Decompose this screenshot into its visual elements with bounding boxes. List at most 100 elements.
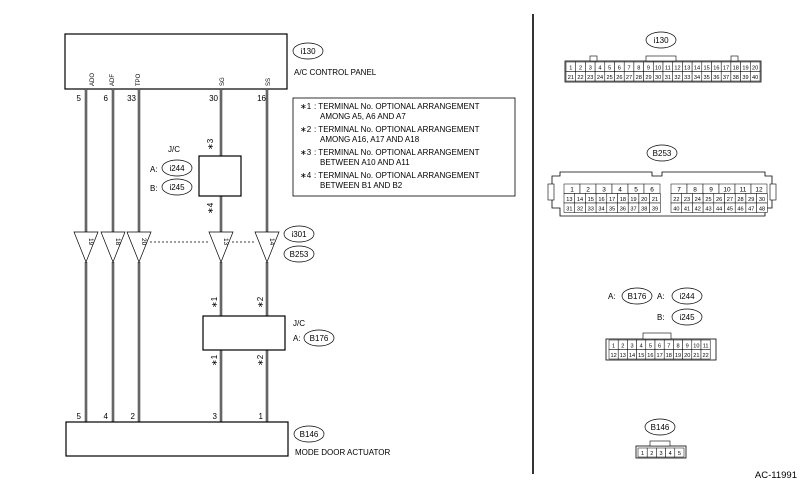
signal-adf: ADF xyxy=(110,74,116,86)
panel-signal-names: ADO ADF TPO SG SS xyxy=(90,73,272,86)
notes: ∗1 : TERMINAL No. OPTIONAL ARRANGEMENT A… xyxy=(300,102,480,190)
b253-face-bubble xyxy=(646,144,678,162)
inline-pin-18: 18 xyxy=(114,238,121,246)
i130-face-bubble xyxy=(645,31,677,49)
pin-number: 19 xyxy=(630,197,636,203)
pin-number: 45 xyxy=(727,207,733,213)
i244-face-conn: i244 xyxy=(679,292,695,301)
pin-number: 44 xyxy=(716,207,722,213)
pin-number: 43 xyxy=(705,207,711,213)
i244-face-a-label: A: xyxy=(657,292,665,301)
i245-face-conn: i245 xyxy=(679,313,695,322)
actuator-pin-2: 2 xyxy=(131,412,136,421)
pin-number: 10 xyxy=(655,66,661,72)
note-4-line2: BETWEEN B1 AND B2 xyxy=(320,181,403,190)
pin-cell xyxy=(674,447,685,458)
jc-lower-mark-2a: ∗2 xyxy=(256,296,265,308)
actuator-pin-4: 4 xyxy=(104,412,109,421)
jc-lower-title: J/C xyxy=(293,319,305,328)
pin-number: 6 xyxy=(650,187,654,194)
actuator-pin-1: 1 xyxy=(259,412,264,421)
pin-number: 31 xyxy=(566,207,572,213)
ac-control-panel-box xyxy=(64,33,288,90)
pin-number: 23 xyxy=(684,197,690,203)
pin-number: 18 xyxy=(733,66,739,72)
pin-number: 10 xyxy=(723,187,731,194)
pin-number: 20 xyxy=(641,197,647,203)
pin-number: 6 xyxy=(618,66,621,72)
b253-bubble xyxy=(283,245,315,263)
jc-upper-mark-bottom: ∗4 xyxy=(206,202,215,214)
pin-number: 15 xyxy=(638,353,644,359)
pin-number: 20 xyxy=(684,353,690,359)
pin-number: 24 xyxy=(597,75,603,81)
pin-number: 12 xyxy=(610,353,616,359)
i245-bubble xyxy=(161,178,193,196)
pin-number: 32 xyxy=(674,75,680,81)
pin-number: 15 xyxy=(704,66,710,72)
jc-upper-a-label: A: xyxy=(150,165,158,174)
pin-number: 5 xyxy=(649,344,652,350)
b146-face-label: B146 xyxy=(651,423,670,432)
pin-number: 16 xyxy=(598,197,604,203)
ac-control-panel-name: A/C CONTROL PANEL xyxy=(294,68,377,77)
pin-number: 8 xyxy=(693,187,697,194)
b253-face-label: B253 xyxy=(653,149,672,158)
pin-number: 33 xyxy=(684,75,690,81)
panel-pin-5: 5 xyxy=(77,94,82,103)
note-1-line1: : TERMINAL No. OPTIONAL ARRANGEMENT xyxy=(314,102,480,111)
pin-number: 7 xyxy=(627,66,630,72)
pin-number: 18 xyxy=(666,353,672,359)
b146-face-bubble xyxy=(644,418,676,436)
pin-number: 29 xyxy=(645,75,651,81)
pin-number: 6 xyxy=(658,344,661,350)
pin-number: 13 xyxy=(620,353,626,359)
pin-number: 19 xyxy=(742,66,748,72)
pin-number: 40 xyxy=(673,207,679,213)
pin-number: 3 xyxy=(659,451,662,457)
pin-number: 11 xyxy=(703,344,709,350)
pin-number: 39 xyxy=(742,75,748,81)
jc-upper-title: J/C xyxy=(168,145,180,154)
pin-number: 20 xyxy=(752,66,758,72)
pin-number: 1 xyxy=(570,187,574,194)
signal-ado: ADO xyxy=(90,73,96,86)
pin-number: 1 xyxy=(569,66,572,72)
pin-number: 25 xyxy=(607,75,613,81)
panel-pin-30: 30 xyxy=(209,94,218,103)
pin-number: 14 xyxy=(694,66,700,72)
pin-number: 11 xyxy=(740,187,747,194)
pin-number: 12 xyxy=(755,187,763,194)
pin-number: 47 xyxy=(748,207,754,213)
b176-face-a-label: A: xyxy=(608,292,616,301)
pin-number: 14 xyxy=(577,197,583,203)
pin-number: 9 xyxy=(647,66,650,72)
actuator-pin-3: 3 xyxy=(213,412,218,421)
pin-number: 37 xyxy=(630,207,636,213)
pin-number: 22 xyxy=(673,197,679,203)
jc-lower-a-label: A: xyxy=(293,334,301,343)
pin-number: 32 xyxy=(577,207,583,213)
b176-bubble xyxy=(303,329,335,347)
i130-label: i130 xyxy=(300,47,316,56)
pin-number: 23 xyxy=(587,75,593,81)
inline-pin-14: 14 xyxy=(268,238,275,246)
notes-box xyxy=(292,97,516,197)
pin-number: 13 xyxy=(684,66,690,72)
pin-number: 1 xyxy=(641,451,644,457)
pin-number: 18 xyxy=(620,197,626,203)
jc-lower-a-conn: B176 xyxy=(310,334,329,343)
pin-number: 5 xyxy=(608,66,611,72)
pin-number: 5 xyxy=(634,187,638,194)
pin-number: 38 xyxy=(733,75,739,81)
pin-number: 7 xyxy=(667,344,670,350)
pin-number: 26 xyxy=(616,75,622,81)
pin-number: 27 xyxy=(626,75,632,81)
note-3-mark: ∗3 xyxy=(300,148,312,157)
pin-number: 10 xyxy=(693,344,699,350)
pin-number: 2 xyxy=(586,187,590,194)
note-4-mark: ∗4 xyxy=(300,171,312,180)
pin-number: 15 xyxy=(588,197,594,203)
